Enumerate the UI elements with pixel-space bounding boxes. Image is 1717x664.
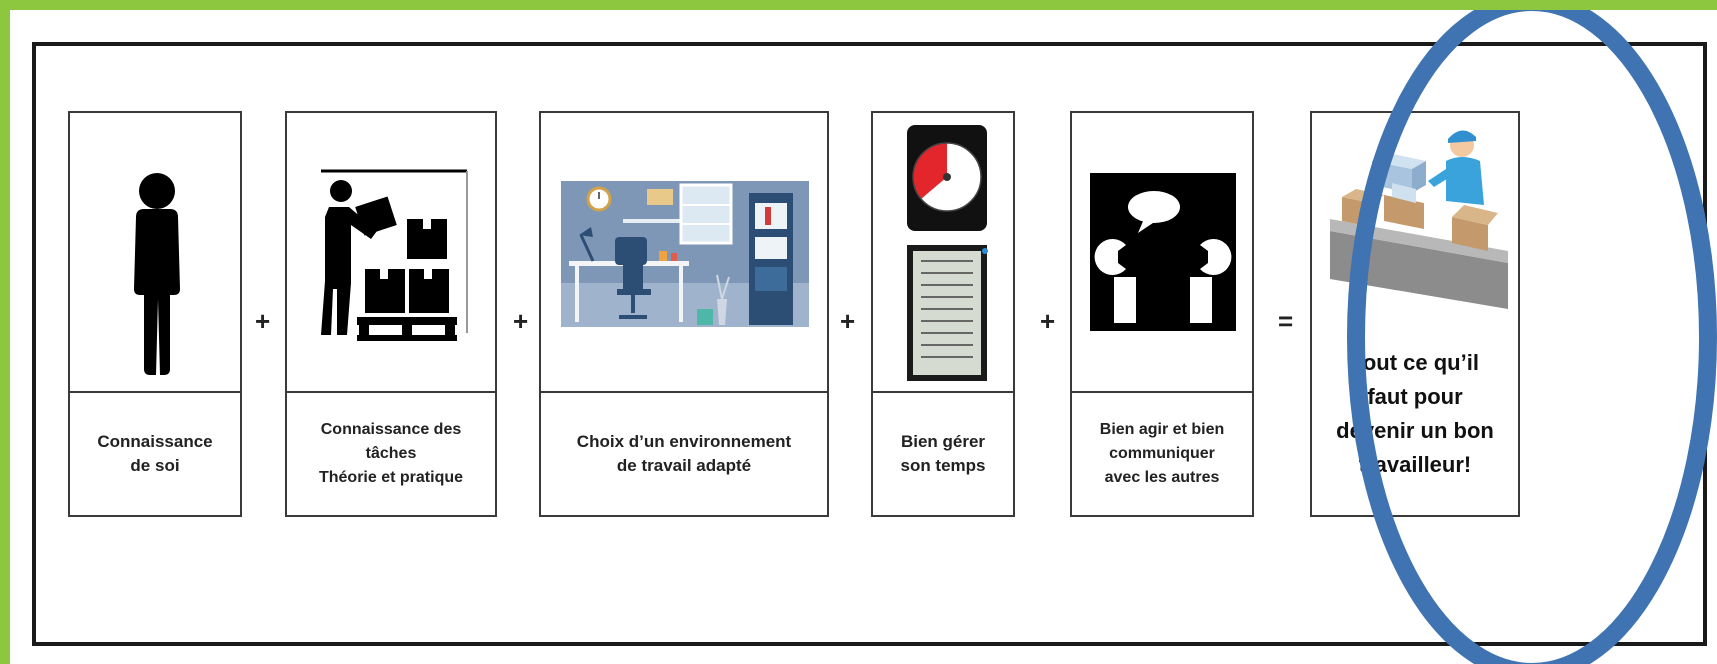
worker-boxes-icon <box>287 113 495 393</box>
plus-operator: + <box>1040 306 1056 336</box>
equals-operator: = <box>1278 306 1294 336</box>
plus-operator: + <box>840 306 856 336</box>
packing-worker-icon <box>1312 113 1518 313</box>
conversation-icon <box>1072 113 1252 393</box>
timer-schedule-icon <box>873 113 1013 393</box>
highlight-ellipse <box>1347 10 1717 664</box>
plus-operator: + <box>255 306 271 336</box>
plus-operator: + <box>513 306 529 336</box>
person-icon <box>70 113 240 393</box>
office-scene-icon <box>541 113 827 393</box>
